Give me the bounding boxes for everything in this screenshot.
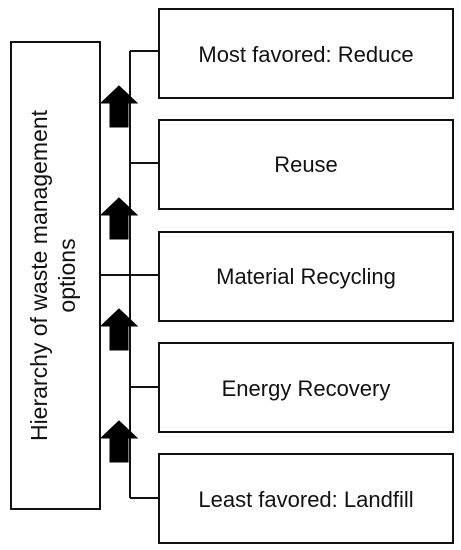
level-label: Energy Recovery [222, 376, 391, 401]
side-label: Hierarchy of waste management options [26, 109, 80, 441]
level-label: Most favored: Reduce [198, 42, 413, 67]
side-label-box [10, 41, 101, 510]
arrow-up-icon [99, 197, 139, 240]
level-box [158, 8, 454, 99]
arrow-up-icon [99, 420, 139, 463]
level-label: Reuse [274, 152, 338, 177]
arrow-up-icon [99, 85, 139, 128]
side-label-line-1: Hierarchy of waste management [26, 109, 52, 441]
level-reuse: Reuse [158, 119, 454, 210]
level-box [158, 119, 454, 210]
level-energy-recovery: Energy Recovery [158, 342, 454, 433]
level-reduce: Most favored: Reduce [158, 8, 454, 99]
level-box [158, 453, 454, 544]
level-material-recycling: Material Recycling [158, 231, 454, 322]
level-label: Least favored: Landfill [198, 487, 413, 512]
level-label: Material Recycling [216, 264, 396, 289]
arrows [99, 85, 139, 463]
level-box [158, 231, 454, 322]
level-landfill: Least favored: Landfill [158, 453, 454, 544]
level-box [158, 342, 454, 433]
connector-lines [100, 50, 159, 499]
side-label-line-2: options [54, 238, 80, 312]
arrow-up-icon [99, 308, 139, 351]
